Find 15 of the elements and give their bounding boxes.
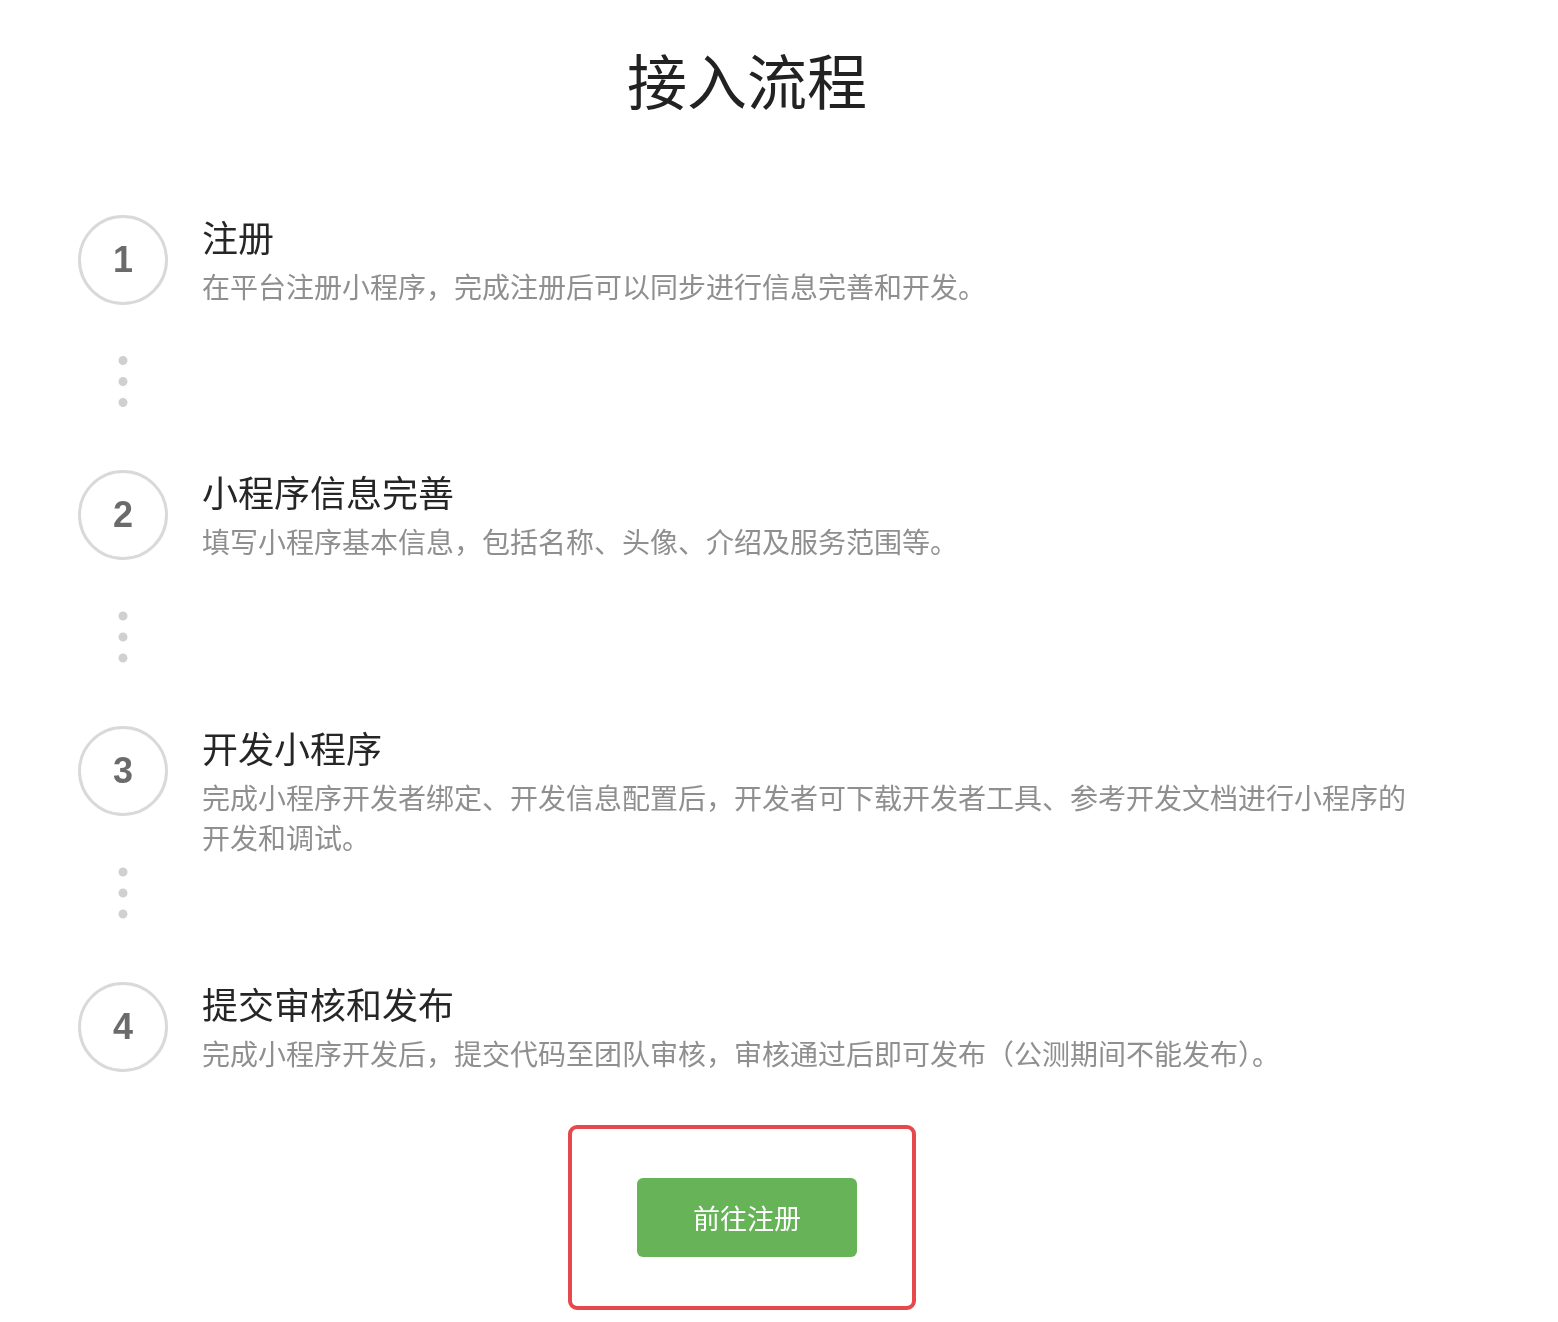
step-title: 开发小程序 xyxy=(202,729,382,773)
step-description: 填写小程序基本信息，包括名称、头像、介绍及服务范围等。 xyxy=(202,527,959,561)
step-title: 提交审核和发布 xyxy=(202,985,454,1029)
step-description: 完成小程序开发者绑定、开发信息配置后，开发者可下载开发者工具、参考开发文档进行小程序的开发和调试。 xyxy=(202,783,1407,857)
step-title: 小程序信息完善 xyxy=(202,473,454,517)
step-description: 在平台注册小程序，完成注册后可以同步进行信息完善和开发。 xyxy=(202,272,987,306)
register-button: 前往注册 xyxy=(637,1178,857,1257)
highlight-frame xyxy=(568,1125,916,1310)
step-circle: 2 xyxy=(78,470,168,560)
step-description: 完成小程序开发后，提交代码至团队审核，审核通过后即可发布（公测期间不能发布）。 xyxy=(202,1039,1281,1073)
step-title: 注册 xyxy=(202,218,274,262)
step-circle: 4 xyxy=(78,982,168,1072)
step-circle: 1 xyxy=(78,215,168,305)
page-title: 接入流程 xyxy=(626,50,868,120)
step-circle: 3 xyxy=(78,726,168,816)
